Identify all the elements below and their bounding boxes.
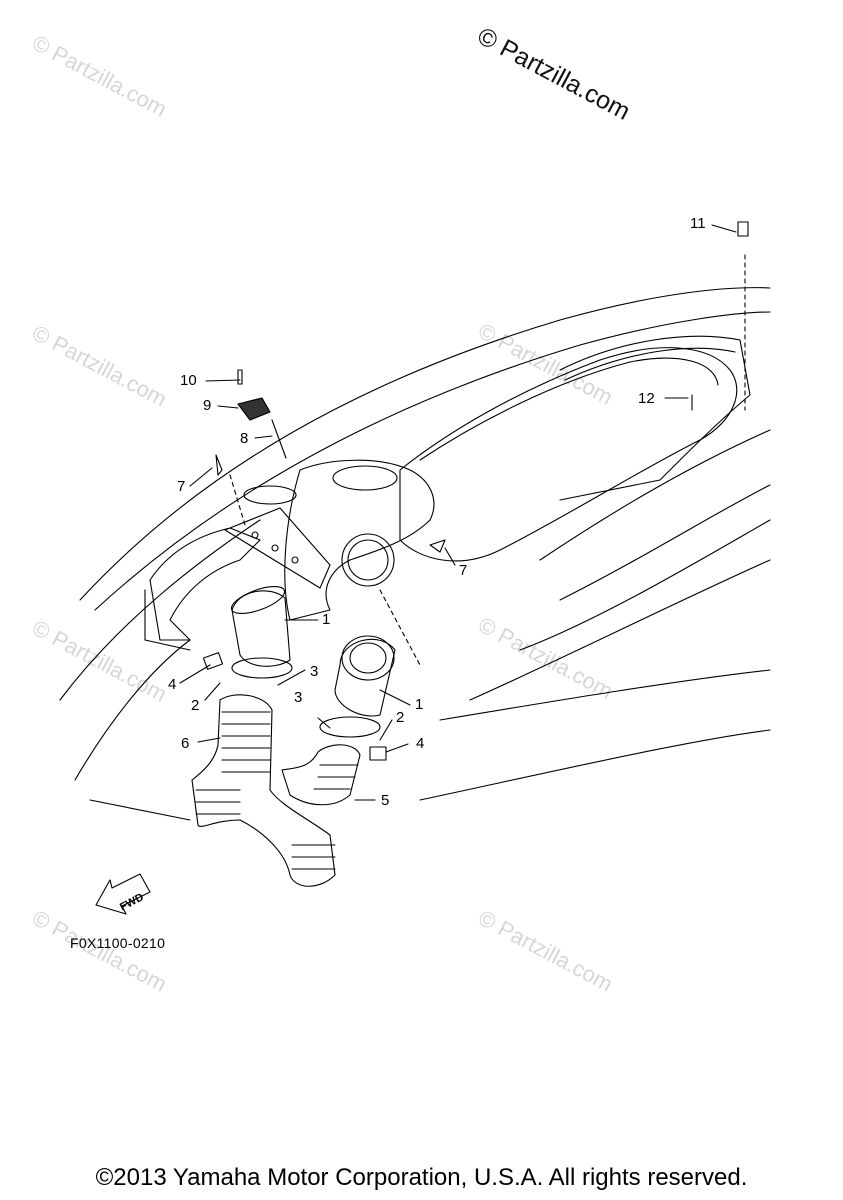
hose-clamp <box>319 716 381 738</box>
callout-11: 11 <box>690 215 706 232</box>
part-9 <box>237 397 271 421</box>
callout-1: 1 <box>415 696 424 713</box>
hull-outline <box>59 519 261 701</box>
clamp-holder <box>202 652 224 670</box>
vent-ring <box>347 539 389 581</box>
leader-line <box>189 467 213 487</box>
hull-outline <box>469 559 771 701</box>
hull-outline <box>559 484 771 601</box>
callout-8: 8 <box>240 430 249 447</box>
hull-outline <box>519 519 771 651</box>
leader-line <box>277 669 306 686</box>
leader-line <box>204 682 221 701</box>
leader-line <box>444 547 456 566</box>
hull-outline <box>439 669 771 721</box>
part-10 <box>237 369 243 385</box>
pedestal <box>284 459 435 621</box>
callout-2: 2 <box>191 697 200 714</box>
leader-line <box>379 719 393 741</box>
hull-outline <box>539 429 771 561</box>
hull-outline <box>79 287 771 601</box>
callout-4: 4 <box>416 735 425 752</box>
diagram-code: F0X1100-0210 <box>70 935 166 951</box>
pedestal-port <box>243 485 297 505</box>
callout-6: 6 <box>181 735 190 752</box>
hatch-opening <box>144 589 191 651</box>
callout-9: 9 <box>203 397 212 414</box>
deck-rim <box>559 335 751 501</box>
routing-line <box>379 589 421 666</box>
leader-line <box>385 743 409 753</box>
callout-5: 5 <box>381 792 390 809</box>
hull-outline <box>89 799 191 821</box>
pedestal-port <box>332 465 398 491</box>
leader-line <box>317 717 331 729</box>
part-7 <box>215 454 223 476</box>
hose-clamp <box>231 657 293 679</box>
vent-ring <box>341 533 395 587</box>
seat-outline <box>399 347 738 562</box>
callout-10: 10 <box>180 372 197 389</box>
copyright-notice: ©2013 Yamaha Motor Corporation, U.S.A. A… <box>95 1164 748 1191</box>
callout-2: 2 <box>396 709 405 726</box>
leader-line <box>205 379 241 382</box>
clamp-holder <box>369 746 387 761</box>
leader-line <box>197 737 221 743</box>
callout-7: 7 <box>459 562 468 579</box>
hatch-opening <box>149 527 261 641</box>
part-8 <box>271 419 287 459</box>
leader-line <box>179 664 211 684</box>
deck-rim <box>564 347 736 381</box>
intake-duct <box>334 638 396 717</box>
leader-line <box>379 689 411 706</box>
hull-outline <box>94 311 771 611</box>
callout-3: 3 <box>294 689 303 706</box>
fwd-arrow <box>95 873 151 915</box>
seat-outline <box>419 357 719 461</box>
callout-4: 4 <box>168 676 177 693</box>
callout-7: 7 <box>177 478 186 495</box>
leader-line <box>711 224 737 233</box>
routing-line <box>229 474 246 526</box>
part-7b <box>429 539 446 553</box>
leader-line <box>217 405 239 409</box>
intake-hose <box>191 694 336 887</box>
hull-outline <box>74 639 191 781</box>
hull-outline <box>419 729 771 801</box>
bracket-plate <box>224 507 331 589</box>
callout-12: 12 <box>638 390 655 407</box>
intake-duct <box>231 590 291 667</box>
callout-3: 3 <box>310 663 319 680</box>
intake-hose <box>281 744 361 806</box>
leader-line <box>254 435 273 439</box>
part-11 <box>737 221 749 237</box>
callout-1: 1 <box>322 611 331 628</box>
